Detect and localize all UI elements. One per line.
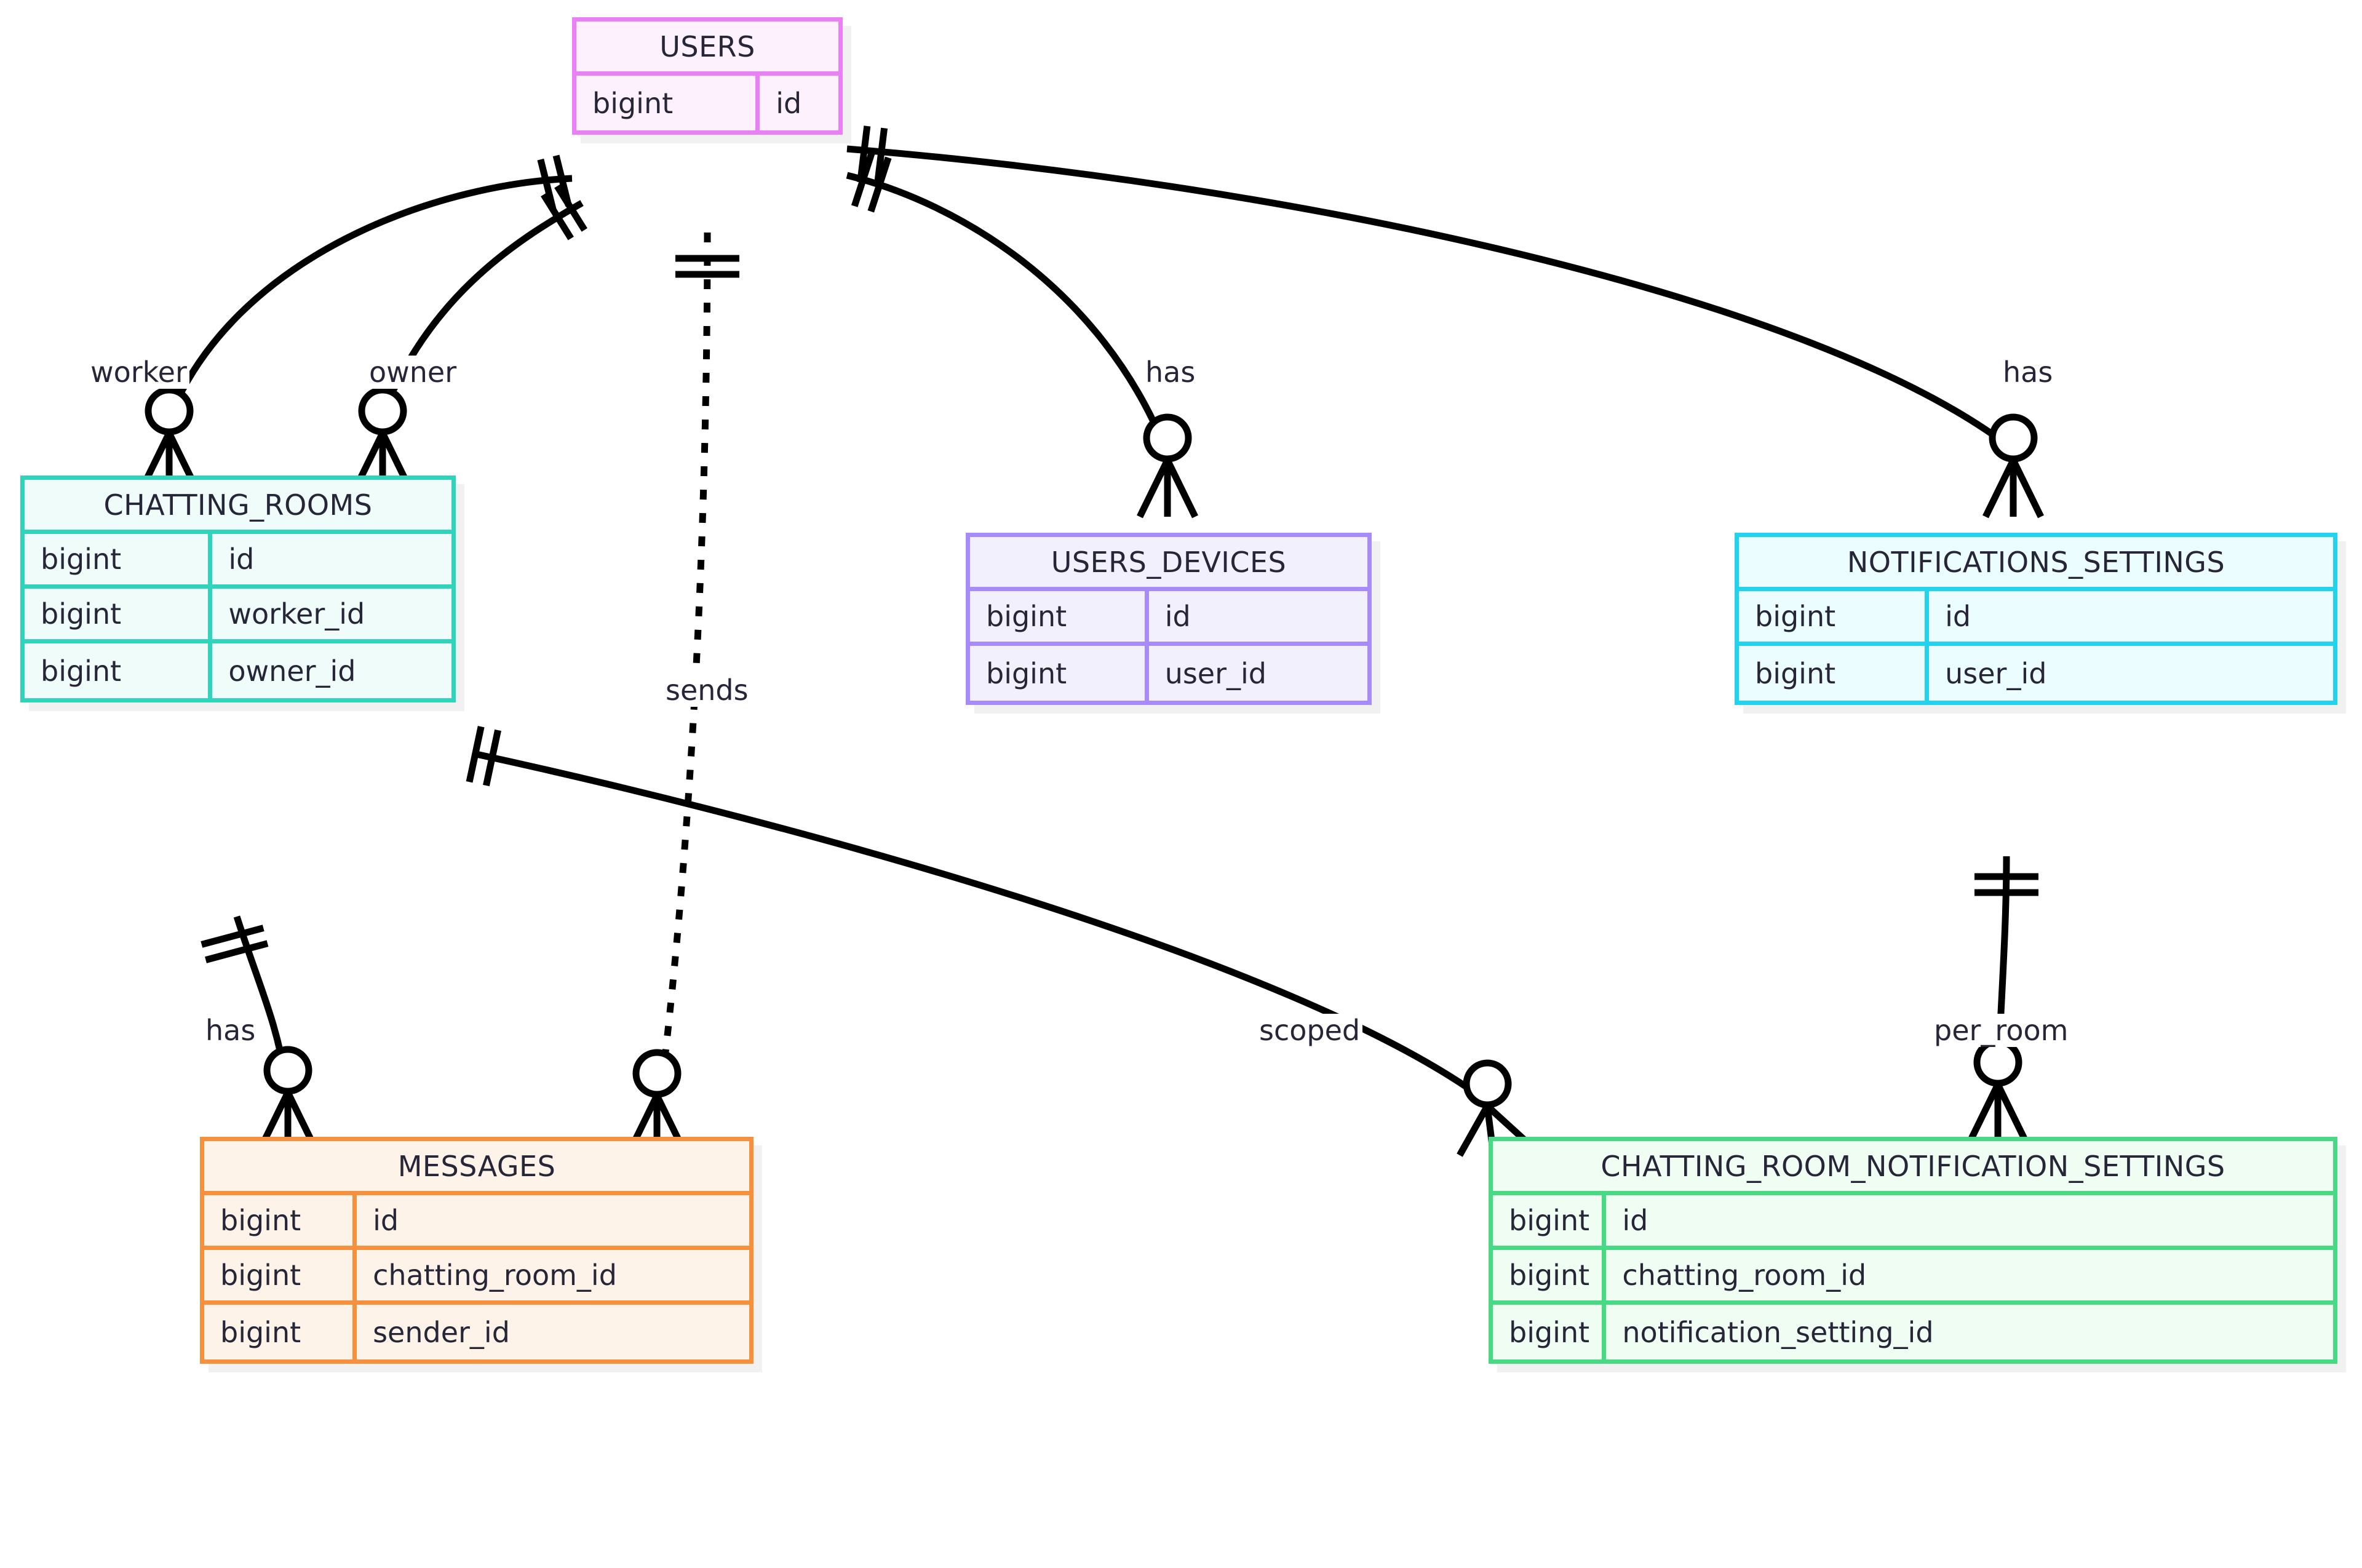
- marker-many-has-notification-settings: [1982, 413, 2044, 519]
- rel-label-owner: owner: [367, 356, 459, 389]
- entity-chatting-rooms-attributes: bigint id bigint worker_id bigint owner_…: [25, 534, 451, 698]
- attribute-type: bigint: [25, 589, 213, 639]
- table-row: bigint id: [1739, 591, 2333, 646]
- table-row: bigint id: [25, 534, 451, 589]
- attribute-name: sender_id: [357, 1305, 749, 1359]
- attribute-name: worker_id: [212, 589, 451, 639]
- marker-one-worker: [537, 154, 572, 211]
- entity-chatting-room-notification-settings-title: CHATTING_ROOM_NOTIFICATION_SETTINGS: [1493, 1141, 2333, 1195]
- rel-label-sends: sends: [663, 674, 751, 707]
- attribute-type: bigint: [1493, 1195, 1607, 1246]
- edge-has-devices: [846, 172, 1169, 451]
- rel-label-has-devices: has: [1143, 356, 1198, 389]
- attribute-type: bigint: [25, 643, 213, 698]
- marker-one-has-notification-settings: [857, 125, 888, 185]
- attribute-name: owner_id: [212, 643, 451, 698]
- entity-users-devices-title: USERS_DEVICES: [970, 537, 1367, 591]
- marker-many-per-room: [1967, 1038, 2029, 1143]
- entity-users[interactable]: USERS bigint id: [572, 17, 843, 135]
- attribute-name: id: [212, 534, 451, 584]
- attribute-name: id: [1606, 1195, 2333, 1246]
- table-row: bigint user_id: [970, 646, 1367, 701]
- marker-many-has-devices: [1137, 413, 1198, 519]
- marker-one-scoped: [466, 726, 501, 787]
- rel-label-has-messages: has: [203, 1014, 258, 1047]
- attribute-name: id: [1929, 591, 2333, 642]
- marker-many-owner: [352, 386, 413, 491]
- entity-users-devices[interactable]: USERS_DEVICES bigint id bigint user_id: [966, 533, 1372, 705]
- entity-chatting-room-notification-settings[interactable]: CHATTING_ROOM_NOTIFICATION_SETTINGS bigi…: [1489, 1137, 2337, 1364]
- rel-label-worker: worker: [88, 356, 189, 389]
- entity-chatting-rooms-title: CHATTING_ROOMS: [25, 480, 451, 534]
- edge-has-messages: [233, 915, 290, 1083]
- entity-messages[interactable]: MESSAGES bigint id bigint chatting_room_…: [200, 1137, 754, 1364]
- entity-users-devices-attributes: bigint id bigint user_id: [970, 591, 1367, 701]
- rel-label-per-room: per_room: [1931, 1014, 2071, 1047]
- table-row: bigint chatting_room_id: [1493, 1250, 2333, 1305]
- entity-messages-title: MESSAGES: [204, 1141, 749, 1195]
- marker-many-has-messages: [257, 1046, 319, 1151]
- table-row: bigint id: [970, 591, 1367, 646]
- rel-label-has-notification-settings: has: [2000, 356, 2056, 389]
- table-row: bigint user_id: [1739, 646, 2333, 701]
- table-row: bigint worker_id: [25, 589, 451, 643]
- rel-label-scoped: scoped: [1257, 1014, 1363, 1047]
- attribute-name: id: [357, 1195, 749, 1246]
- table-row: bigint id: [576, 76, 838, 130]
- marker-one-owner: [541, 184, 587, 241]
- edge-sends: [658, 232, 711, 1089]
- attribute-type: bigint: [576, 76, 760, 130]
- entity-messages-attributes: bigint id bigint chatting_room_id bigint…: [204, 1195, 749, 1359]
- attribute-name: user_id: [1148, 646, 1367, 701]
- attribute-type: bigint: [1739, 646, 1930, 701]
- attribute-type: bigint: [970, 646, 1149, 701]
- attribute-type: bigint: [25, 534, 213, 584]
- marker-one-has-messages: [201, 925, 269, 963]
- entity-notifications-settings[interactable]: NOTIFICATIONS_SETTINGS bigint id bigint …: [1735, 533, 2337, 705]
- attribute-type: bigint: [204, 1250, 357, 1300]
- entity-users-attributes: bigint id: [576, 76, 838, 130]
- attribute-name: chatting_room_id: [1606, 1250, 2333, 1300]
- entity-chatting-room-notification-settings-attributes: bigint id bigint chatting_room_id bigint…: [1493, 1195, 2333, 1359]
- marker-one-sends: [675, 255, 739, 278]
- marker-one-has-devices: [851, 151, 892, 213]
- table-row: bigint chatting_room_id: [204, 1250, 749, 1305]
- marker-many-worker: [138, 386, 200, 491]
- attribute-name: user_id: [1929, 646, 2333, 701]
- attribute-name: notification_setting_id: [1606, 1305, 2333, 1359]
- attribute-name: id: [1148, 591, 1367, 642]
- edge-has-notification-settings: [846, 145, 2015, 452]
- attribute-type: bigint: [970, 591, 1149, 642]
- entity-chatting-rooms[interactable]: CHATTING_ROOMS bigint id bigint worker_i…: [20, 476, 456, 702]
- entity-users-title: USERS: [576, 22, 838, 76]
- attribute-name: chatting_room_id: [357, 1250, 749, 1300]
- attribute-type: bigint: [204, 1195, 357, 1246]
- attribute-type: bigint: [1739, 591, 1930, 642]
- table-row: bigint id: [204, 1195, 749, 1250]
- attribute-name: id: [760, 76, 838, 130]
- entity-notifications-settings-title: NOTIFICATIONS_SETTINGS: [1739, 537, 2333, 591]
- attribute-type: bigint: [1493, 1305, 1607, 1359]
- table-row: bigint id: [1493, 1195, 2333, 1250]
- table-row: bigint owner_id: [25, 643, 451, 698]
- table-row: bigint sender_id: [204, 1305, 749, 1359]
- attribute-type: bigint: [204, 1305, 357, 1359]
- table-row: bigint notification_setting_id: [1493, 1305, 2333, 1359]
- marker-one-per-room: [1974, 873, 2038, 896]
- attribute-type: bigint: [1493, 1250, 1607, 1300]
- entity-notifications-settings-attributes: bigint id bigint user_id: [1739, 591, 2333, 701]
